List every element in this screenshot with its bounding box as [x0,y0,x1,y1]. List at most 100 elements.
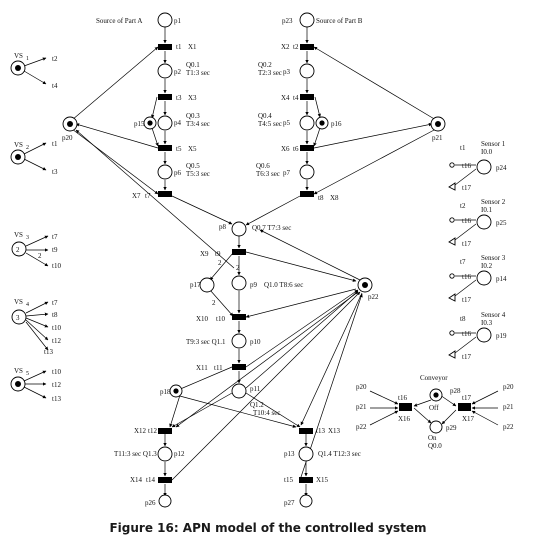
label-p10: p10 [250,338,261,346]
place-p1 [157,12,173,28]
label-t3s: T3:4 sec [186,120,210,128]
label-p2: p2 [174,68,182,76]
place-p11 [231,383,247,399]
label-p20: p20 [62,134,73,142]
label-p23: p23 [282,17,293,25]
label-p9: p9 [250,281,258,289]
place-p9 [231,275,247,291]
transition-t15 [299,477,313,483]
svg-text:t7: t7 [460,258,466,266]
label-x4: X4 [281,94,290,102]
svg-text:t2: t2 [460,202,466,210]
label-sensor4: Sensor 4 [481,311,506,319]
label-p8: p8 [219,223,227,231]
label-p13: p13 [284,450,295,458]
svg-text:p25: p25 [496,219,507,227]
label-t6s: T6:3 sec [256,170,280,178]
place-p29 [429,420,443,434]
svg-text:t10: t10 [52,262,61,270]
transitions [158,44,471,483]
svg-text:t13: t13 [52,395,61,403]
svg-text:t8: t8 [460,315,466,323]
label-x12: X12 [134,427,147,435]
place-p10 [231,333,247,349]
label-t14: t14 [146,476,155,484]
label-vs4: VS [14,298,23,306]
svg-text:4: 4 [26,302,29,308]
svg-text:2: 2 [38,252,42,260]
transition-t16 [399,403,412,411]
label-q12: Q1.2 [250,401,264,409]
label-q03: Q0.3 [186,112,200,120]
place-p25 [476,214,492,230]
svg-text:On: On [428,434,437,442]
transition-t10 [232,314,246,320]
label-t10s: T10:4 sec [253,409,280,417]
svg-text:p20: p20 [356,383,367,391]
label-t9: t9 [215,250,221,258]
label-x1: X1 [188,43,197,51]
label-sensor1: Sensor 1 [481,140,506,148]
svg-text:5: 5 [26,371,29,377]
label-x9: X9 [200,250,209,258]
svg-text:t7: t7 [52,233,58,241]
label-vs1: VS [14,52,23,60]
svg-text:t8: t8 [52,311,58,319]
place-p12 [157,446,173,462]
label-t5s: T5:3 sec [186,170,210,178]
svg-text:t10: t10 [52,324,61,332]
svg-text:Off: Off [429,404,439,412]
svg-text:p19: p19 [496,332,507,340]
transition-t2 [300,44,314,50]
svg-text:t10: t10 [52,368,61,376]
svg-text:I0.3: I0.3 [481,319,493,327]
place-p5 [299,115,315,131]
label-x15: X15 [316,476,329,484]
label-x5: X5 [188,145,197,153]
label-x6: X6 [281,145,290,153]
label-t5: t5 [176,145,182,153]
label-q07t7: Q0.7 T7:3 sec [252,224,291,232]
place-p14 [476,270,492,286]
text-labels: Source of Part A p1 p23 Source of Part B… [14,17,514,507]
transition-t4 [300,94,314,100]
label-q04: Q0.4 [258,112,272,120]
label-p5: p5 [283,119,291,127]
place-p8 [231,221,247,237]
label-q01: Q0.1 [186,61,200,69]
label-w2a: 2 [218,259,222,267]
places [10,12,492,508]
label-t15: t15 [284,476,293,484]
label-p3: p3 [283,68,291,76]
place-p4 [157,115,173,131]
svg-text:I0.2: I0.2 [481,262,493,270]
label-t11: t11 [214,364,223,372]
label-x14: X14 [130,476,143,484]
label-x11: X11 [196,364,208,372]
vs4-tokens: 3 [16,314,20,322]
label-t11q13: T11:3 sec Q1.3 [114,450,157,458]
svg-text:Q0.0: Q0.0 [428,442,442,450]
label-t13: t13 [316,427,325,435]
svg-text:I0.1: I0.1 [481,206,493,214]
svg-text:p28: p28 [450,387,461,395]
label-q14t12: Q1.4 T12:3 sec [318,450,361,458]
svg-text:2: 2 [26,145,29,151]
svg-text:t17: t17 [462,240,471,248]
label-t9q11: T9:3 sec Q1.1 [186,338,226,346]
svg-text:t17: t17 [462,353,471,361]
label-q10t8: Q1.0 T8:6 sec [264,281,303,289]
sensor-test-arcs [448,162,456,359]
svg-text:t1: t1 [52,140,58,148]
svg-text:t17: t17 [462,394,471,402]
label-p11: p11 [250,385,261,393]
place-p19 [476,327,492,343]
transition-t13 [299,428,313,434]
label-p7: p7 [283,169,291,177]
svg-text:t4: t4 [52,82,58,90]
svg-text:3: 3 [26,235,29,241]
label-w2c: 2 [212,299,216,307]
vs4-place [11,309,27,325]
transition-t5 [158,145,172,151]
